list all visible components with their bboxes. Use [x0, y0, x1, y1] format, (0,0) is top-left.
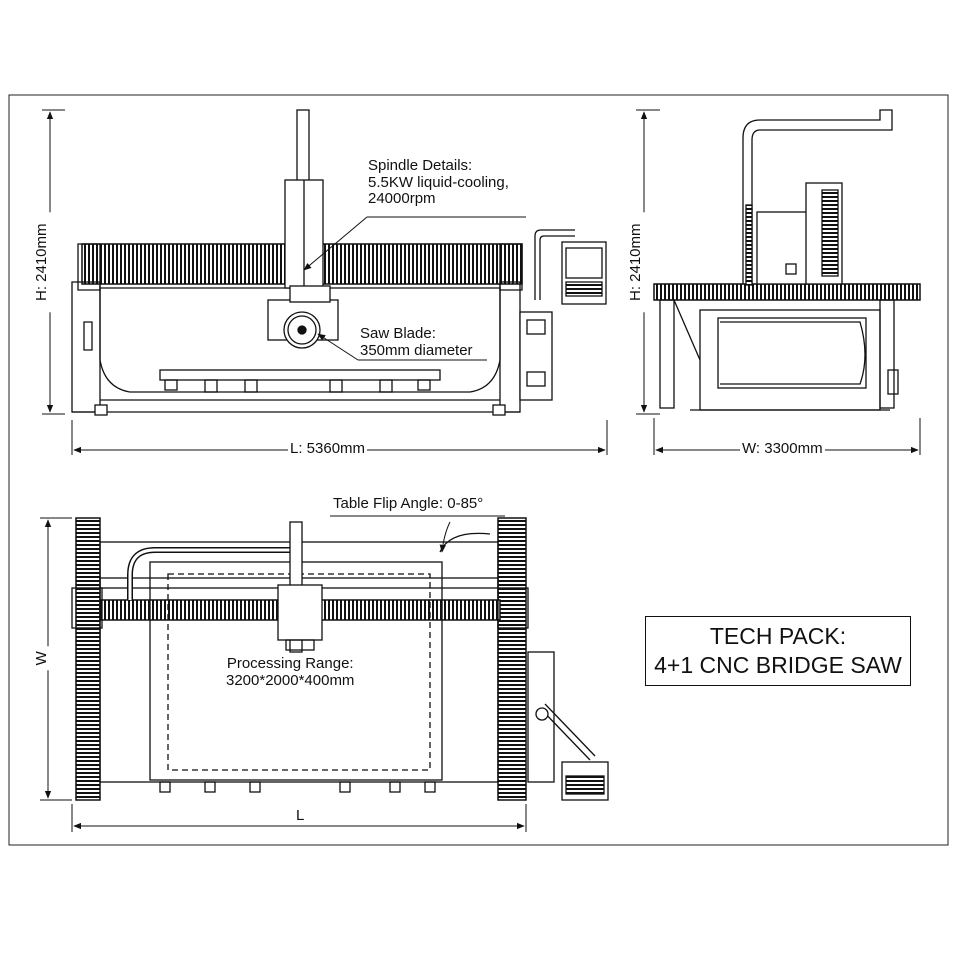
- table-flip-angle-label: Table Flip Angle: 0-85°: [333, 495, 484, 512]
- spindle-line-2: 5.5KW liquid-cooling,: [368, 173, 509, 191]
- side-view: [653, 109, 921, 411]
- drawing-border: [8, 94, 949, 846]
- front-view: [71, 109, 607, 416]
- processing-range-line-2: 3200*2000*400mm: [226, 671, 355, 689]
- tech-pack-model: 4+1 CNC BRIDGE SAW: [654, 652, 902, 678]
- processing-range-line-1: Processing Range:: [226, 655, 354, 672]
- side-height-dimension: H: 2410mm: [627, 212, 645, 313]
- front-length-dimension: L: 5360mm: [288, 440, 368, 458]
- spindle-details-label: Spindle Details: 5.5KW liquid-cooling, 2…: [368, 157, 509, 208]
- spindle-line-3: 24000rpm: [368, 190, 436, 207]
- side-width-dimension: W: 3300mm: [740, 440, 825, 458]
- saw-blade-line-1: Saw Blade:: [360, 325, 436, 342]
- front-height-dimension: H: 2410mm: [33, 212, 51, 313]
- top-length-dimension: L: [294, 807, 307, 825]
- processing-range-label: Processing Range: 3200*2000*400mm: [226, 655, 355, 689]
- tech-pack-title: TECH PACK:: [709, 623, 847, 650]
- saw-blade-label: Saw Blade: 350mm diameter: [360, 325, 473, 359]
- spindle-line-1: Spindle Details:: [368, 157, 473, 174]
- tech-pack-box: TECH PACK: 4+1 CNC BRIDGE SAW: [645, 616, 911, 686]
- top-view: [71, 517, 609, 801]
- top-width-dimension: W: [33, 646, 51, 671]
- saw-blade-line-2: 350mm diameter: [360, 341, 473, 359]
